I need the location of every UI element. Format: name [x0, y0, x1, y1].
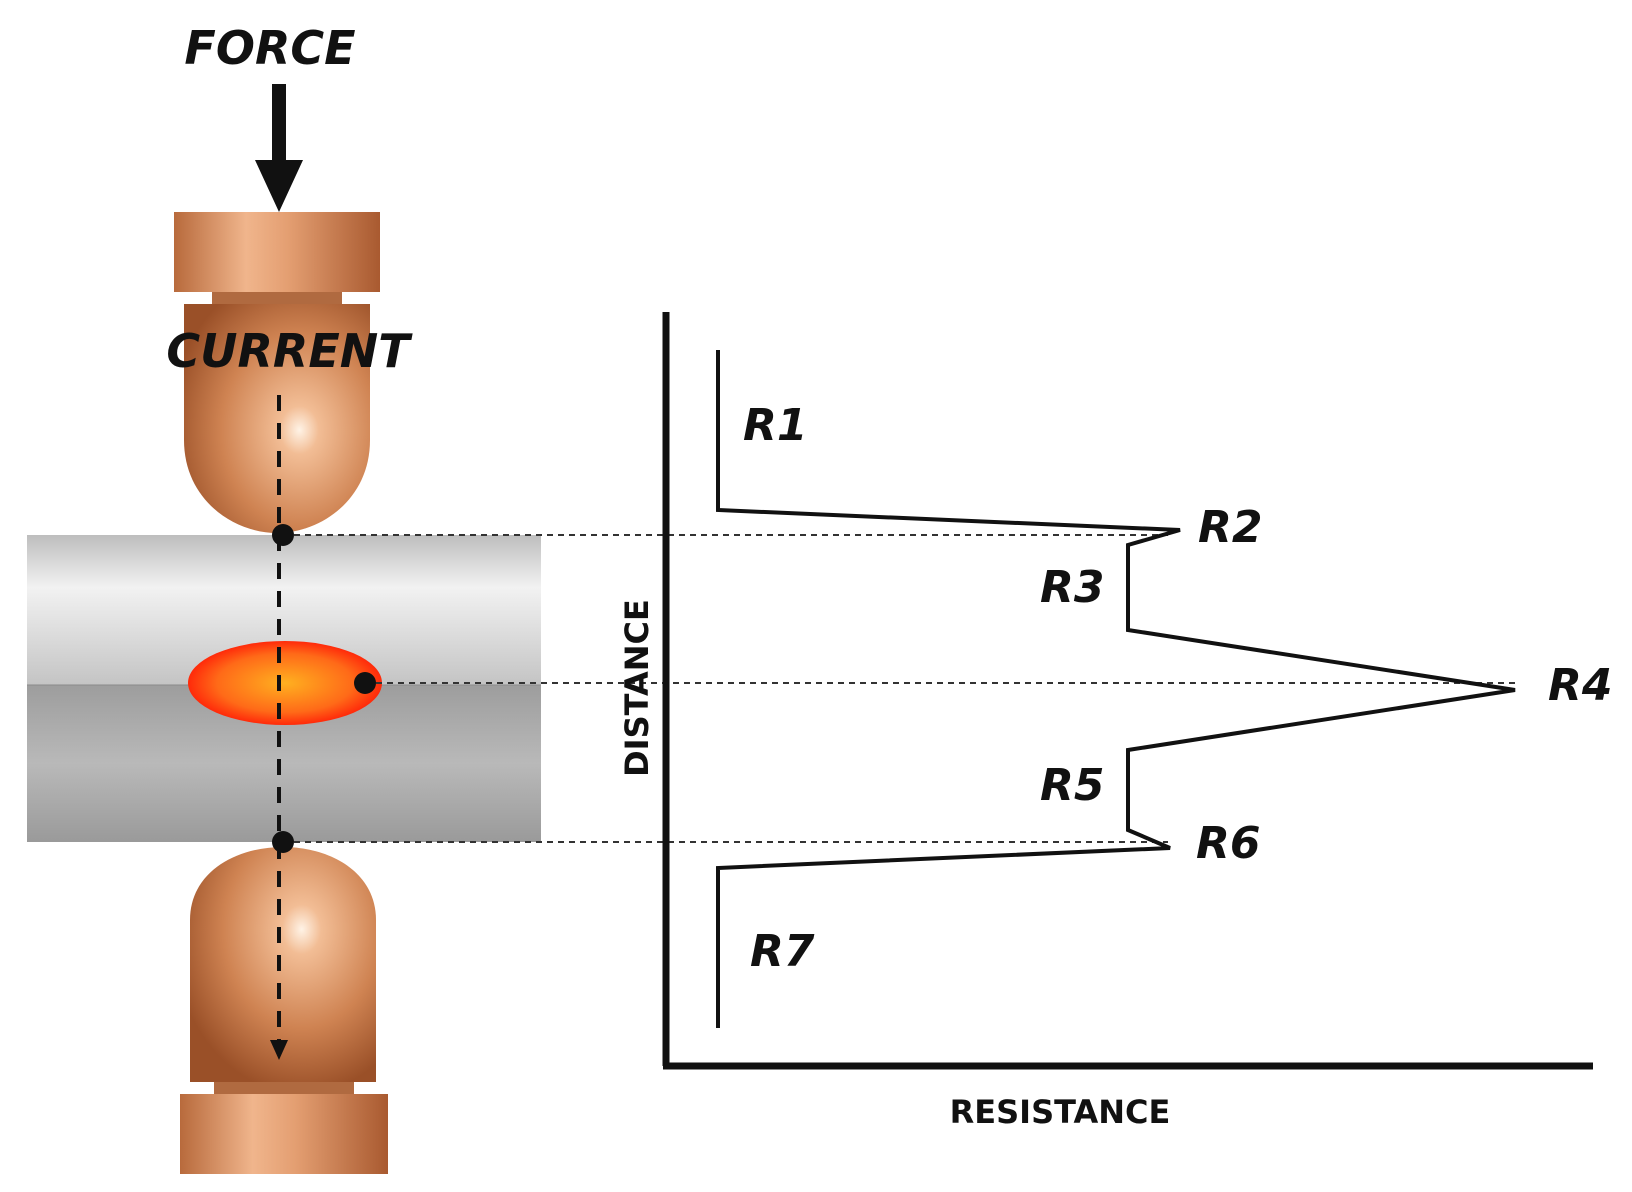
- r4-label: R4: [1548, 660, 1613, 711]
- r3-label: R3: [1040, 562, 1105, 613]
- r7-label: R7: [750, 926, 815, 977]
- lower-electrode-tip: [190, 847, 376, 1082]
- lower-electrode-cap: [180, 1094, 388, 1174]
- interface-dot-middle: [354, 672, 376, 694]
- resistance-axis-label: RESISTANCE: [950, 1093, 1171, 1131]
- upper-electrode-cap: [174, 212, 380, 292]
- lower-electrode: [180, 847, 388, 1174]
- upper-electrode: [174, 212, 380, 533]
- upper-electrode-neck: [212, 292, 342, 304]
- weld-nugget: [188, 641, 382, 725]
- r6-label: R6: [1196, 818, 1261, 869]
- lower-electrode-neck: [214, 1082, 354, 1094]
- projection-lines: [294, 534, 1518, 843]
- r1-label: R1: [743, 400, 808, 451]
- interface-dot-top: [272, 524, 294, 546]
- resistance-profile: [716, 350, 1516, 1028]
- interface-dot-bottom: [272, 831, 294, 853]
- current-label: CURRENT: [166, 324, 413, 378]
- graph-axes: [662, 312, 1593, 1070]
- distance-axis-label: DISTANCE: [618, 599, 656, 777]
- r5-label: R5: [1040, 760, 1105, 811]
- current-arrowhead: [270, 1040, 288, 1060]
- force-label: FORCE: [184, 21, 355, 75]
- force-arrow: [255, 84, 303, 212]
- r2-label: R2: [1198, 502, 1263, 553]
- upper-electrode-tip: [184, 304, 370, 533]
